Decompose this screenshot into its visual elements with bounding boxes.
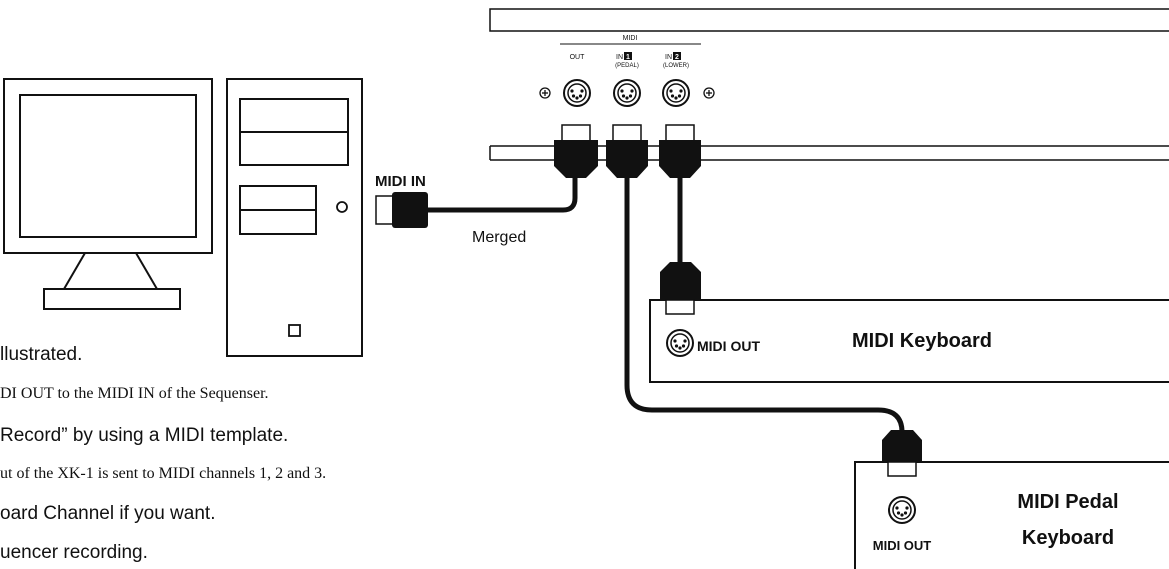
- pedal-midi-out-label: MIDI OUT: [873, 538, 932, 553]
- midi-out-jack-icon: [563, 79, 591, 107]
- text-line-6: uencer recording.: [0, 542, 148, 563]
- midi-in2-jack-icon: [662, 79, 690, 107]
- text-line-3: Record” by using a MIDI template.: [0, 425, 289, 446]
- port-in2-number: 2: [675, 54, 679, 61]
- cable-in1-to-pedal: [624, 170, 905, 440]
- pedal-name-line2: Keyboard: [1022, 527, 1114, 549]
- computer-monitor-icon: [3, 78, 213, 310]
- plug-in2: [659, 124, 701, 178]
- screw-right-icon: [703, 87, 715, 99]
- plug-out: [554, 124, 598, 178]
- screw-left-icon: [539, 87, 551, 99]
- keyboard-midi-out-label: MIDI OUT: [697, 338, 760, 354]
- port-out-label: OUT: [570, 54, 586, 61]
- computer-tower-icon: [226, 78, 363, 357]
- organ-panel: [489, 8, 1169, 161]
- text-line-1: llustrated.: [0, 344, 83, 365]
- pedal-name-line1: MIDI Pedal: [1017, 491, 1118, 513]
- keyboard-name: MIDI Keyboard: [852, 330, 992, 352]
- midi-in-label: MIDI IN: [375, 173, 426, 190]
- plug-keyboard: [660, 262, 701, 315]
- merged-label: Merged: [472, 229, 526, 246]
- port-in2-sublabel: (LOWER): [663, 63, 689, 69]
- midi-panel-title: MIDI: [623, 35, 638, 42]
- text-line-5: oard Channel if you want.: [0, 503, 216, 524]
- pedal-midi-out-jack-icon: [888, 496, 916, 524]
- port-in2-label: IN: [665, 54, 672, 61]
- port-in1-label: IN: [616, 54, 623, 61]
- text-line-2: DI OUT to the MIDI IN of the Sequenser.: [0, 385, 269, 402]
- port-in1-sublabel: (PEDAL): [615, 63, 639, 69]
- plug-pedal: [882, 430, 922, 477]
- port-in1-number: 1: [626, 54, 630, 61]
- text-line-4: ut of the XK-1 is sent to MIDI channels …: [0, 465, 327, 482]
- keyboard-midi-out-jack-icon: [666, 329, 694, 357]
- midi-in1-jack-icon: [613, 79, 641, 107]
- cable-out-to-computer: [375, 170, 578, 228]
- midi-keyboard-box: [649, 299, 1169, 383]
- plug-in1: [606, 124, 648, 178]
